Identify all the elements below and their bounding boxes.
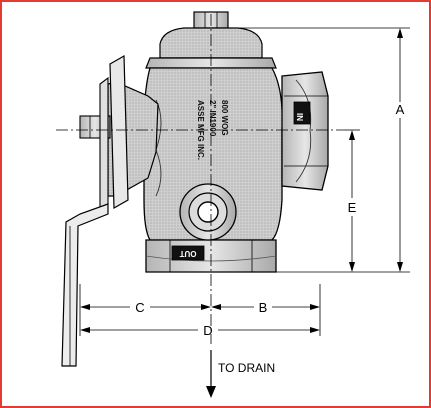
drain-label: TO DRAIN <box>218 361 275 375</box>
dimension-e-label: E <box>348 200 357 215</box>
casting-text: 800 WOG 2" IN1900 ASSE MFG INC. <box>196 100 229 160</box>
dimension-c-label: C <box>135 300 144 315</box>
dimension-a: A <box>228 27 410 273</box>
dimension-d: D <box>80 323 320 338</box>
dimension-b-label: B <box>259 300 268 315</box>
dimension-a-label: A <box>396 102 405 117</box>
out-port-label: OUT <box>179 249 196 258</box>
dimension-c: C <box>80 300 211 315</box>
casting-line-3: ASSE MFG INC. <box>196 100 205 160</box>
dimension-b: B <box>211 300 320 315</box>
dimension-d-label: D <box>203 323 212 338</box>
casting-line-1: 800 WOG <box>220 100 229 136</box>
handle-assembly <box>61 54 159 367</box>
casting-line-2: 2" IN1900 <box>208 100 217 137</box>
in-port-label: IN <box>295 113 304 121</box>
side-port <box>179 183 237 241</box>
drain-arrow: TO DRAIN <box>206 350 275 398</box>
inlet-fitting <box>281 71 329 191</box>
dimension-e: E <box>344 129 360 272</box>
centerlines <box>56 14 344 344</box>
